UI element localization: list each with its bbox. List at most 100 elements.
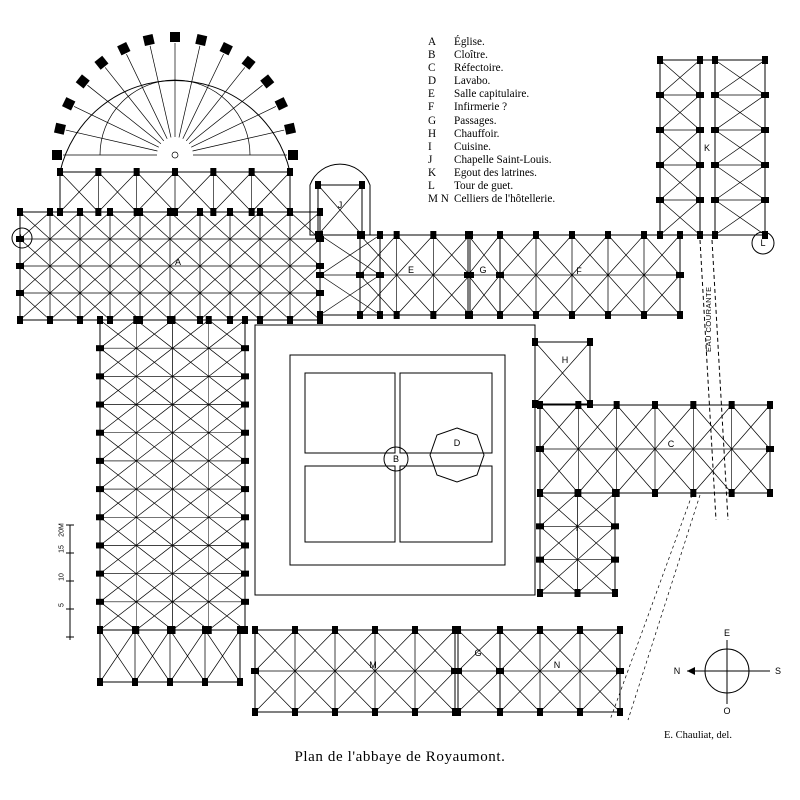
cloister-outer [254,324,536,596]
nave-rib [136,347,173,377]
apse-pier [241,55,256,70]
latrine-west-rib [659,129,701,166]
latrine-east-pier [711,92,719,98]
chapel-j-vault-pier [315,181,321,189]
crossing-pier [172,208,178,216]
infirmary-pier [605,311,611,319]
cellar-n-rib [539,629,581,672]
transept-rib [169,211,201,240]
refectory-pier [766,446,774,452]
cellar-n-rib [579,629,621,672]
infirmary-pier [605,231,611,239]
transept-pier [77,316,83,324]
cellar-m-pier [292,626,298,634]
infirmary-rib [499,234,537,276]
cloister-fountain [383,446,409,472]
latrine-west-pier [697,231,703,239]
kitchen-pier [611,556,619,563]
transept-pier [197,316,203,324]
cellar-m-bay [414,670,456,713]
nave-west-pier [97,626,103,634]
apse-keystone [171,151,179,159]
drainage-path [609,494,701,721]
nave-pier [96,486,104,493]
infirmary-pier [533,311,539,319]
refectory-pier [690,489,697,497]
apse-rib [178,45,201,138]
transept-rib [199,211,231,240]
latrine-east-pier [762,56,768,64]
legend-text: Tour de guet. [454,180,514,193]
latrine-west-pier [657,231,663,239]
infirmary-pier [569,311,575,319]
nave-west-pier [132,678,138,686]
cellar-n-pier [577,626,583,634]
legend-key: L [428,180,435,193]
room-label-g-cellar: G [474,648,482,658]
infirmary-rib [643,274,681,316]
kitchen-rib [539,492,578,527]
nave-rib [99,573,137,603]
kitchen-pier [536,556,544,563]
garth-nw [304,372,396,454]
latrine-west-pier [696,127,704,133]
refectory-pier [613,401,620,409]
refectory-pier [536,446,544,452]
refectory-rib [616,404,656,450]
nave-west-rib [134,629,171,683]
room-label-j: J [337,200,343,210]
warming-room-pier [587,400,593,408]
cellar-m-rib [414,629,456,672]
transept-rib [169,238,201,267]
transept-pier [317,316,323,324]
apse-pier [142,33,155,46]
ambulatory-arc [99,79,251,156]
nave-rib [172,545,209,574]
nave-rib [136,601,173,631]
refectory-rib [654,404,694,450]
apse-rib [185,67,246,142]
transept-rib [79,292,111,321]
cellar-n-rib [579,670,621,713]
nave-rib [136,404,173,434]
infirmary-rib [643,234,681,276]
legend-text: Cuisine. [454,140,491,153]
nave-rib [172,347,209,377]
infirmary-pier [677,311,683,319]
transept-rib [79,265,111,294]
cellar-n-pier [616,668,624,674]
cellar-n-pier [537,626,543,634]
cellar-n-bay [579,670,621,713]
transept-rib [139,292,171,321]
kitchen-rib [577,526,616,560]
transept-rib [259,211,291,240]
infirmary-pier [569,231,575,239]
kitchen-rib [577,492,616,527]
nave-pier [241,345,249,352]
transept-rib [229,292,261,321]
transept-pier [16,290,24,296]
infirmary-rib [499,274,537,316]
refectory-rib [578,448,617,494]
room-label-a: A [174,257,182,267]
infirmary-pier [496,272,504,278]
transept-rib [199,265,231,294]
passage-g-pier [465,311,471,319]
sacristy-rib [319,274,381,316]
latrine-east-pier [711,162,719,168]
nave-rib [99,404,137,434]
scale-mark-15: 15 [58,545,66,553]
transept-rib [139,265,171,294]
transept-pier [257,316,263,324]
nave-rib [99,432,137,462]
nave-pier [96,598,104,605]
garth-sw [304,465,396,543]
chapter-house-pier [430,311,437,319]
transept-pier [227,316,233,324]
transept-rib [199,292,231,321]
nave-pier [205,316,212,324]
cellar-m-pier [252,626,258,634]
